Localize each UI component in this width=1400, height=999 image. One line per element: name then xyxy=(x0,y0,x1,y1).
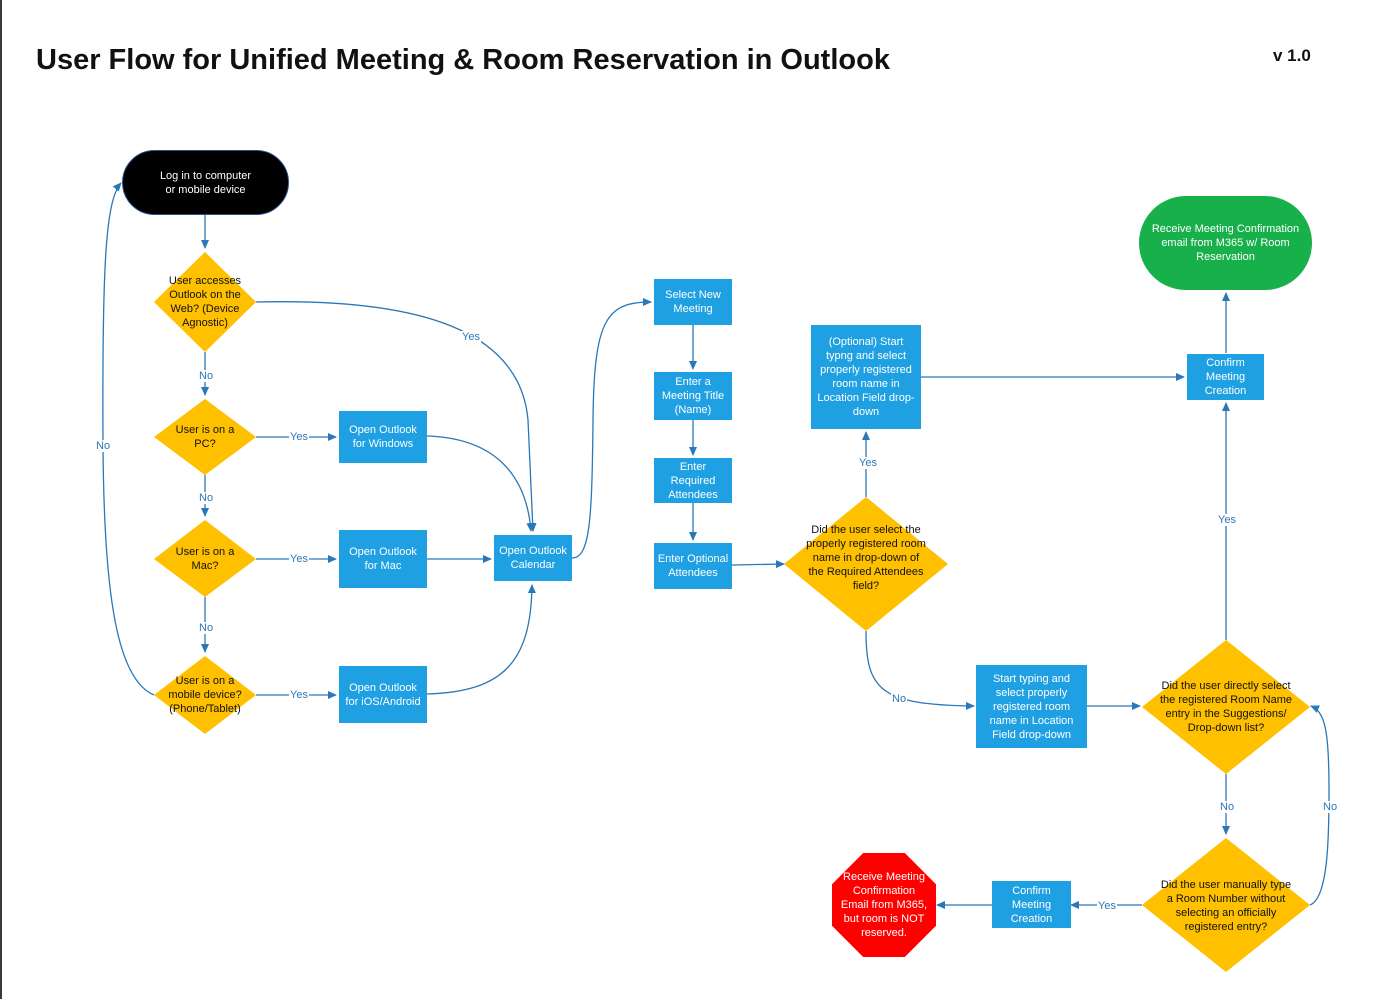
decision-manual-label: Did the user manually type a Room Number… xyxy=(1160,879,1292,933)
decision-registered-shape xyxy=(784,497,948,631)
end-success-terminal: Receive Meeting Confirmation email from … xyxy=(1139,196,1312,290)
edge-label-direct-no: No xyxy=(1219,801,1236,813)
select-new-meeting-box: Select New Meeting xyxy=(654,279,732,325)
decision-pc-shape xyxy=(154,399,256,475)
edge-label-web-no: No xyxy=(198,370,215,382)
confirm-meeting-creation-top-box: Confirm Meeting Creation xyxy=(1187,354,1264,400)
edge-windows-to-calendar xyxy=(426,435,535,532)
decision-mobile-label: User is on a mobile device? (Phone/Table… xyxy=(168,675,242,715)
end-room-not-reserved-stop: Receive Meeting Confirmation Email from … xyxy=(832,853,936,957)
decision-mac-shape xyxy=(154,520,256,597)
edge-label-web-yes: Yes xyxy=(461,331,481,343)
edge-label-mac-yes: Yes xyxy=(289,553,309,565)
open-outlook-calendar-box: Open Outlook Calendar xyxy=(494,535,572,581)
confirm-meeting-creation-bottom-box: Confirm Meeting Creation xyxy=(992,881,1071,928)
edge-label-mac-no: No xyxy=(198,622,215,634)
enter-meeting-title-box: Enter a Meeting Title (Name) xyxy=(654,372,732,420)
decision-direct-label: Did the user directly select the registe… xyxy=(1159,680,1293,734)
open-outlook-mac-box: Open Outlook for Mac xyxy=(339,530,427,588)
decision-manual-shape xyxy=(1142,838,1310,972)
edge-web-yes xyxy=(255,301,537,532)
edge-ios-to-calendar xyxy=(426,584,536,695)
edge-label-mobile-no: No xyxy=(95,440,112,452)
decision-mobile-shape xyxy=(154,656,256,734)
edge-label-mobile-yes: Yes xyxy=(289,689,309,701)
decision-web-shape xyxy=(154,252,256,352)
decision-pc-label: User is on a PC? xyxy=(175,424,235,450)
edge-label-manual-yes: Yes xyxy=(1097,900,1117,912)
page-left-border xyxy=(0,0,2,999)
edge-label-registered-yes: Yes xyxy=(858,457,878,469)
edge-optional-to-registered xyxy=(731,560,785,569)
decision-direct-shape xyxy=(1142,640,1310,774)
open-outlook-windows-box: Open Outlook for Windows xyxy=(339,411,427,463)
enter-optional-attendees-box: Enter Optional Attendees xyxy=(654,543,732,589)
edge-registered-no xyxy=(865,630,975,710)
edge-calendar-to-select xyxy=(571,298,652,559)
edge-label-pc-yes: Yes xyxy=(289,431,309,443)
version-label: v 1.0 xyxy=(1273,46,1311,65)
open-outlook-ios-android-box: Open Outlook for iOS/Android xyxy=(339,666,427,723)
edge-manual-no xyxy=(1309,705,1330,906)
edge-label-pc-no: No xyxy=(198,492,215,504)
edge-label-direct-yes: Yes xyxy=(1217,514,1237,526)
start-login-terminal: Log in to computer or mobile device xyxy=(122,150,289,215)
decision-registered-label: Did the user select the properly registe… xyxy=(806,524,926,592)
page-title: User Flow for Unified Meeting & Room Res… xyxy=(36,44,890,76)
decision-web-label: User accesses Outlook on the Web? (Devic… xyxy=(168,275,242,329)
enter-required-attendees-box: Enter Required Attendees xyxy=(654,458,732,503)
optional-location-field-box: (Optional) Start typng and select proper… xyxy=(811,325,921,429)
decision-mac-label: User is on a Mac? xyxy=(175,546,235,572)
start-typing-location-box: Start typing and select properly registe… xyxy=(976,665,1087,748)
edge-label-registered-no: No xyxy=(891,693,908,705)
edge-label-manual-no: No xyxy=(1322,801,1339,813)
edge-mobile-no-loop xyxy=(102,182,155,696)
